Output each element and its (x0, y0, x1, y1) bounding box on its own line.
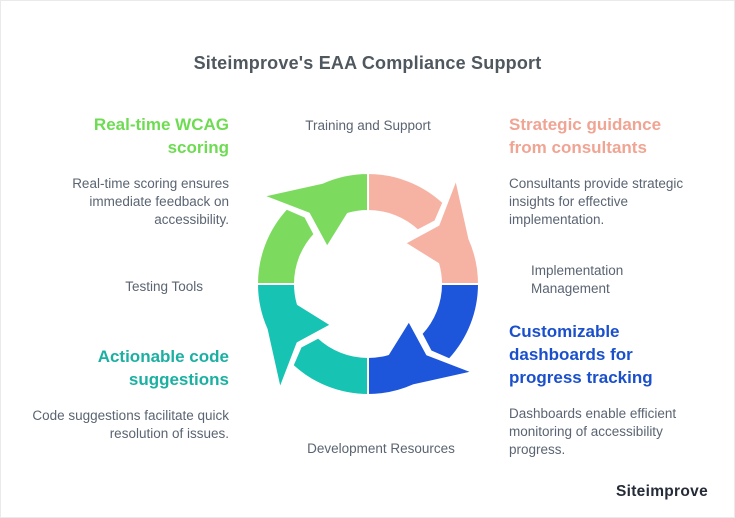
quadrant-bottom-right: Customizable dashboards for progress tra… (509, 321, 709, 459)
body-customizable-dashboards: Dashboards enable efficient monitoring o… (509, 405, 677, 457)
quadrant-bottom-left: Actionable code suggestions Code suggest… (31, 346, 229, 443)
cycle-label-development-resources: Development Resources (307, 441, 455, 456)
body-strategic-guidance: Consultants provide strategic insights f… (509, 175, 684, 227)
cycle-label-implementation-management: Implementation Management (531, 263, 624, 297)
cycle-segment-top-right-arrow (367, 172, 480, 285)
heading-actionable-code-suggestions: Actionable code suggestions (97, 347, 229, 389)
heading-customizable-dashboards: Customizable dashboards for progress tra… (509, 322, 653, 387)
cycle-label-testing-tools: Testing Tools (125, 279, 203, 294)
cycle-segment-bottom-right-arrow (367, 283, 480, 396)
heading-real-time-wcag-scoring: Real-time WCAG scoring (93, 115, 229, 157)
body-actionable-code-suggestions: Code suggestions facilitate quick resolu… (32, 407, 229, 441)
heading-strategic-guidance: Strategic guidance from consultants (509, 115, 662, 157)
siteimprove-logo: Siteimprove (615, 483, 708, 500)
body-real-time-wcag-scoring: Real-time scoring ensures immediate feed… (72, 175, 229, 227)
quadrant-top-right: Strategic guidance from consultants Cons… (509, 114, 709, 229)
cycle-label-training-and-support: Training and Support (305, 118, 431, 133)
cycle-diagram (256, 172, 480, 396)
cycle-segment-bottom-left-arrow (256, 283, 369, 396)
cycle-segment-top-left-arrow (256, 172, 369, 285)
quadrant-top-left: Real-time WCAG scoring Real-time scoring… (31, 114, 229, 229)
page-title: Siteimprove's EAA Compliance Support (193, 53, 542, 73)
